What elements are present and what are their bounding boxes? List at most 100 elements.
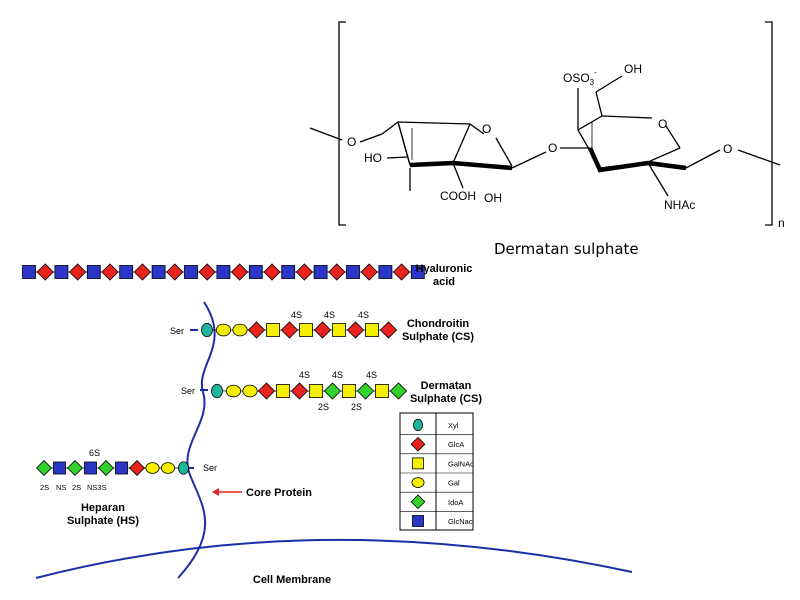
chem-ho-left: HO [364, 151, 382, 165]
hyaluronic-glca-2 [36, 263, 54, 281]
heparan-xyl-10 [178, 461, 189, 475]
legend-glcnac-label: GlcNac [448, 517, 473, 526]
dermatan-title-2: Sulphate (CS) [410, 393, 482, 405]
chem-o-right: O [723, 142, 732, 156]
legend-xyl-symbol [412, 418, 424, 432]
core-protein-pointer [212, 488, 242, 496]
heparan-gal-8 [145, 462, 160, 474]
heparan-2s-1: 2S [40, 483, 49, 492]
dermatan-ser-label: Ser [181, 386, 195, 396]
cell-membrane-line [35, 538, 633, 579]
hyaluronic-glcnac-1 [22, 265, 36, 279]
hyaluronic-glcnac-11 [184, 265, 198, 279]
dermatan-sulphate-chain [211, 382, 408, 400]
hyaluronic-glca-10 [166, 263, 184, 281]
core-protein-label: Core Protein [246, 487, 312, 499]
ring-2 [577, 115, 653, 131]
dermatan-galnac-9 [342, 384, 356, 398]
hyaluronic-glcnac-23 [378, 265, 393, 279]
chem-o-link: O [548, 141, 557, 155]
heparan-idoa-1 [35, 459, 53, 477]
hyaluronic-glcnac-7 [119, 265, 134, 279]
heparan-ser-label: Ser [203, 463, 217, 473]
right-bracket [765, 21, 773, 226]
hyaluronic-glcnac-9 [151, 265, 166, 279]
chondroitin-title-2: Sulphate (CS) [402, 331, 474, 343]
ring-1 [381, 121, 485, 135]
chondroitin-sulphate-chain [201, 321, 398, 339]
dermatan-galnac-11 [375, 384, 389, 398]
chondroitin-annotations: 4S 4S 4S [291, 310, 369, 320]
dermatan-galnac-5 [276, 384, 290, 398]
hyaluronic-glca-8 [133, 263, 152, 281]
chondroitin-title-1: Chondroitin [407, 318, 470, 330]
hyaluronic-glca-16 [263, 263, 281, 281]
chondroitin-galnac-11 [365, 323, 379, 337]
dermatan-4s-2: 4S [332, 370, 343, 380]
chondroitin-gal-2 [215, 323, 232, 337]
dermatan-idoa-8 [323, 382, 342, 400]
chem-cooh: COOH [440, 189, 476, 203]
dermatan-structure-labels: O O O O O HO COOH OH OSO3- OH NHAc n Der… [347, 62, 785, 258]
heparan-title-2: Sulphate (HS) [67, 515, 139, 527]
heparan-2s-2: 2S [72, 483, 81, 492]
heparan-idoa-3 [66, 459, 84, 477]
dermatan-structure-title: Dermatan sulphate [494, 240, 639, 258]
heparan-gal-9 [160, 462, 175, 474]
heparan-ns: NS [56, 483, 66, 492]
hyaluronic-title-1: Hyaluronic [416, 263, 473, 275]
chondroitin-glca-4 [247, 321, 266, 339]
heparan-glca-7 [128, 459, 146, 477]
dermatan-annotations: 4S 4S 4S 2S 2S [299, 370, 377, 412]
chem-o-ring1: O [482, 122, 491, 136]
hyaluronic-glcnac-3 [54, 265, 69, 279]
hyaluronic-glca-4 [68, 263, 87, 281]
chondroitin-galnac-5 [266, 323, 280, 337]
hyaluronic-title-2: acid [433, 276, 455, 288]
chem-o-ring2: O [658, 117, 667, 131]
heparan-6s: 6S [89, 448, 100, 458]
chondroitin-glca-12 [379, 321, 398, 339]
dermatan-title-1: Dermatan [421, 380, 472, 392]
legend-galnac-label: GalNAc [448, 459, 474, 468]
heparan-ns3s: NS3S [87, 483, 107, 492]
heparan-title-1: Heparan [81, 502, 125, 514]
hyaluronic-glca-18 [295, 263, 314, 281]
dermatan-idoa-12 [389, 382, 408, 400]
chondroitin-glca-6 [280, 321, 299, 339]
chondroitin-4s-3: 4S [358, 310, 369, 320]
cell-membrane-label: Cell Membrane [253, 574, 331, 586]
core-protein-line [177, 301, 216, 579]
legend-gal-symbol [411, 477, 425, 488]
dermatan-gal-2 [225, 384, 242, 398]
heparan-glcnac-2 [53, 461, 66, 475]
dermatan-2s-2: 2S [351, 402, 362, 412]
hyaluronic-glcnac-25 [410, 265, 425, 279]
hyaluronic-glca-6 [101, 263, 119, 281]
chondroitin-xyl-1 [201, 322, 213, 338]
hyaluronic-acid-chain [22, 263, 425, 281]
chondroitin-4s-1: 4S [291, 310, 302, 320]
legend-gal-label: Gal [448, 479, 460, 488]
chem-subscript-n: n [778, 216, 785, 230]
chondroitin-gal-3 [232, 323, 248, 337]
dermatan-glca-6 [290, 382, 309, 400]
legend-glca-label: GlcA [448, 440, 464, 449]
chem-oso3: OSO3- [563, 68, 597, 87]
heparan-annotations: 6S 2S NS 2S NS3S [40, 448, 107, 492]
legend-glca-symbol [410, 436, 426, 452]
chondroitin-4s-2: 4S [324, 310, 335, 320]
dermatan-galnac-7 [309, 384, 323, 398]
chondroitin-glca-10 [346, 321, 365, 339]
left-bracket [338, 21, 346, 226]
chem-o-left: O [347, 135, 356, 149]
heparan-glcnac-6 [115, 461, 128, 475]
dermatan-structure [309, 21, 781, 226]
hyaluronic-glcnac-13 [216, 265, 231, 279]
chem-oh-top: OH [624, 62, 642, 76]
hyaluronic-glca-20 [328, 263, 346, 281]
chem-oh-bottom: OH [484, 191, 502, 205]
hyaluronic-glca-14 [230, 263, 249, 281]
